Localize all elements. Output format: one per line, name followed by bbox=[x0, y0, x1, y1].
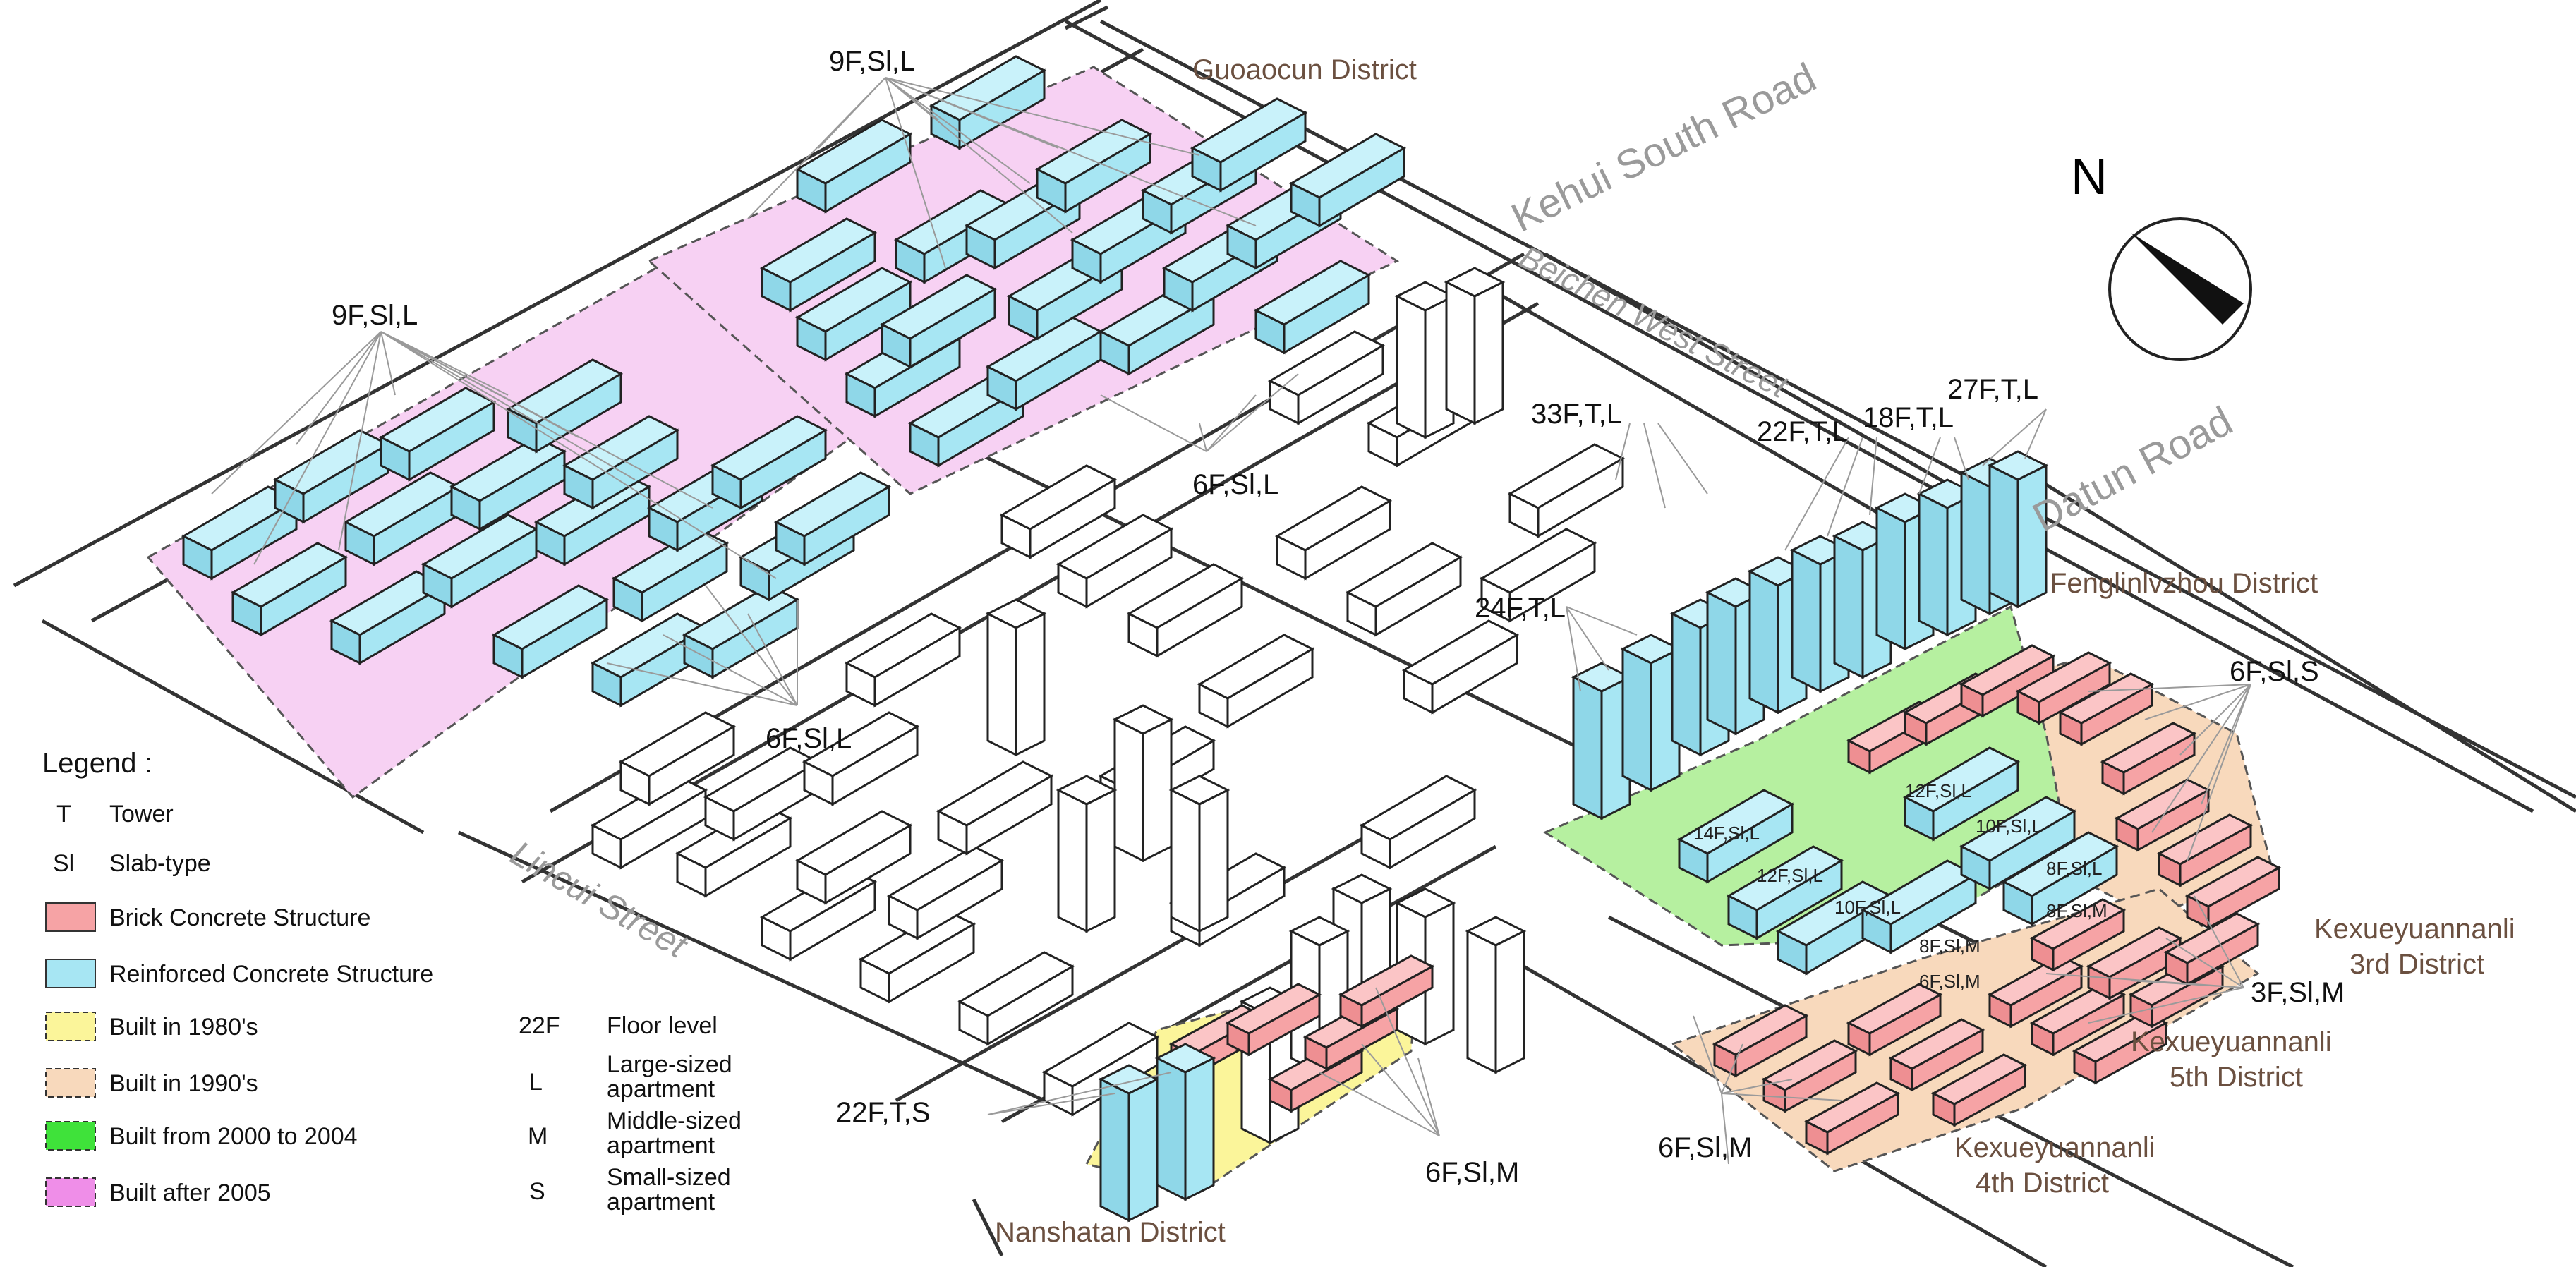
legend-swatch-1980s bbox=[45, 1012, 96, 1041]
district-kexueyuannanli-3-line1: Kexueyuannanli bbox=[2314, 914, 2515, 945]
legend-text-m-1: Middle-sized bbox=[607, 1108, 742, 1134]
legend-title: Legend : bbox=[42, 748, 152, 779]
onbuilding-12f-a: 12F,Sl,L bbox=[1757, 865, 1823, 886]
district-kexueyuannanli-4-line1: Kexueyuannanli bbox=[1954, 1132, 2155, 1163]
legend-text-1990s: Built in 1990's bbox=[109, 1070, 258, 1097]
legend-text-tower: Tower bbox=[109, 801, 174, 828]
onbuilding-10f-a: 10F,Sl,L bbox=[1834, 897, 1901, 918]
legend-text-l-1: Large-sized bbox=[607, 1051, 732, 1078]
district-fenglinlvzhou: Fenglinlvzhou District bbox=[2050, 568, 2318, 599]
label-6f-sl-l-mid: 6F,Sl,L bbox=[1192, 469, 1278, 500]
onbuilding-8f-m-a: 8F,Sl,M bbox=[2046, 900, 2108, 921]
label-24f-t-l: 24F,T,L bbox=[1475, 593, 1566, 624]
label-22f-t-l: 22F,T,L bbox=[1757, 416, 1848, 447]
building-labels: 9F,Sl,L 9F,Sl,L 6F,Sl,L 6F,Sl,L 33F,T,L … bbox=[332, 46, 2345, 1188]
district-guoaocun: Guoaocun District bbox=[1192, 54, 1417, 85]
onbuilding-12f-b: 12F,Sl,L bbox=[1905, 780, 1971, 801]
label-6f-sl-l-left: 6F,Sl,L bbox=[766, 723, 852, 754]
label-9f-sl-l-top: 9F,Sl,L bbox=[829, 46, 915, 77]
legend: Legend : T Tower Sl Slab-type Brick Conc… bbox=[42, 748, 742, 1216]
legend-key-m: M bbox=[528, 1123, 548, 1150]
district-kexueyuannanli-5-line2: 5th District bbox=[2170, 1062, 2303, 1093]
district-kexueyuannanli-3-line2: 3rd District bbox=[2350, 949, 2484, 980]
label-27f-t-l: 27F,T,L bbox=[1947, 374, 2038, 405]
compass-north-label: N bbox=[2071, 149, 2108, 205]
road-label-beichen: Beichen West Street bbox=[1513, 238, 1794, 406]
legend-text-brick: Brick Concrete Structure bbox=[109, 904, 370, 931]
leader-lines bbox=[211, 77, 2251, 1165]
district-kexueyuannanli-4-line2: 4th District bbox=[1976, 1168, 2109, 1199]
label-3f-sl-m: 3F,Sl,M bbox=[2251, 977, 2345, 1008]
label-22f-t-s: 22F,T,S bbox=[836, 1097, 930, 1128]
legend-text-s-1: Small-sized bbox=[607, 1164, 731, 1191]
legend-key-l: L bbox=[529, 1069, 543, 1096]
label-6f-sl-m-right: 6F,Sl,M bbox=[1658, 1132, 1752, 1163]
legend-swatch-1990s bbox=[45, 1068, 96, 1098]
district-labels: Guoaocun District Fenglinlvzhou District… bbox=[995, 54, 2515, 1248]
onbuilding-10f-b: 10F,Sl,L bbox=[1976, 816, 2042, 837]
legend-key-floor: 22F bbox=[519, 1012, 560, 1039]
towers-nanshatan bbox=[1099, 1043, 1215, 1222]
legend-swatch-2000-2004 bbox=[45, 1121, 96, 1151]
legend-text-m-2: apartment bbox=[607, 1132, 715, 1159]
legend-text-after-2005: Built after 2005 bbox=[109, 1180, 271, 1206]
label-18f-t-l: 18F,T,L bbox=[1863, 402, 1954, 433]
onbuilding-8f-m-b: 8F,Sl,M bbox=[1919, 935, 1981, 957]
legend-swatch-brick bbox=[45, 902, 96, 932]
district-kexueyuannanli-5-line1: Kexueyuannanli bbox=[2131, 1026, 2332, 1057]
legend-text-reinforced: Reinforced Concrete Structure bbox=[109, 961, 433, 988]
legend-key-sl: Sl bbox=[53, 850, 74, 877]
label-6f-sl-s: 6F,Sl,S bbox=[2230, 656, 2319, 687]
road-label-datun: Datun Road bbox=[2026, 398, 2240, 541]
legend-text-2000-2004: Built from 2000 to 2004 bbox=[109, 1123, 358, 1150]
legend-swatch-after-2005 bbox=[45, 1177, 96, 1207]
on-building-labels: 14F,Sl,L 12F,Sl,L 12F,Sl,L 10F,Sl,L 10F,… bbox=[1693, 780, 2108, 992]
legend-text-s-2: apartment bbox=[607, 1189, 715, 1216]
district-nanshatan: Nanshatan District bbox=[995, 1217, 1226, 1248]
legend-text-floor: Floor level bbox=[607, 1012, 718, 1039]
legend-key-t: T bbox=[56, 801, 71, 828]
legend-key-s: S bbox=[529, 1178, 545, 1205]
label-33f-t-l: 33F,T,L bbox=[1531, 399, 1622, 430]
north-compass: N bbox=[2071, 149, 2252, 361]
onbuilding-6f-m: 6F,Sl,M bbox=[1919, 971, 1981, 992]
legend-swatch-reinforced bbox=[45, 959, 96, 988]
onbuilding-8f-l: 8F,Sl,L bbox=[2046, 858, 2103, 879]
onbuilding-14f: 14F,Sl,L bbox=[1693, 823, 1760, 844]
label-9f-sl-l-left: 9F,Sl,L bbox=[332, 300, 418, 331]
road-label-kehui: Kehui South Road bbox=[1504, 54, 1823, 241]
label-6f-sl-m-bottom: 6F,Sl,M bbox=[1425, 1157, 1519, 1188]
zone-2000-2004 bbox=[1542, 605, 2069, 947]
legend-text-1980s: Built in 1980's bbox=[109, 1014, 258, 1041]
legend-text-slab: Slab-type bbox=[109, 850, 211, 877]
legend-text-l-2: apartment bbox=[607, 1076, 715, 1103]
